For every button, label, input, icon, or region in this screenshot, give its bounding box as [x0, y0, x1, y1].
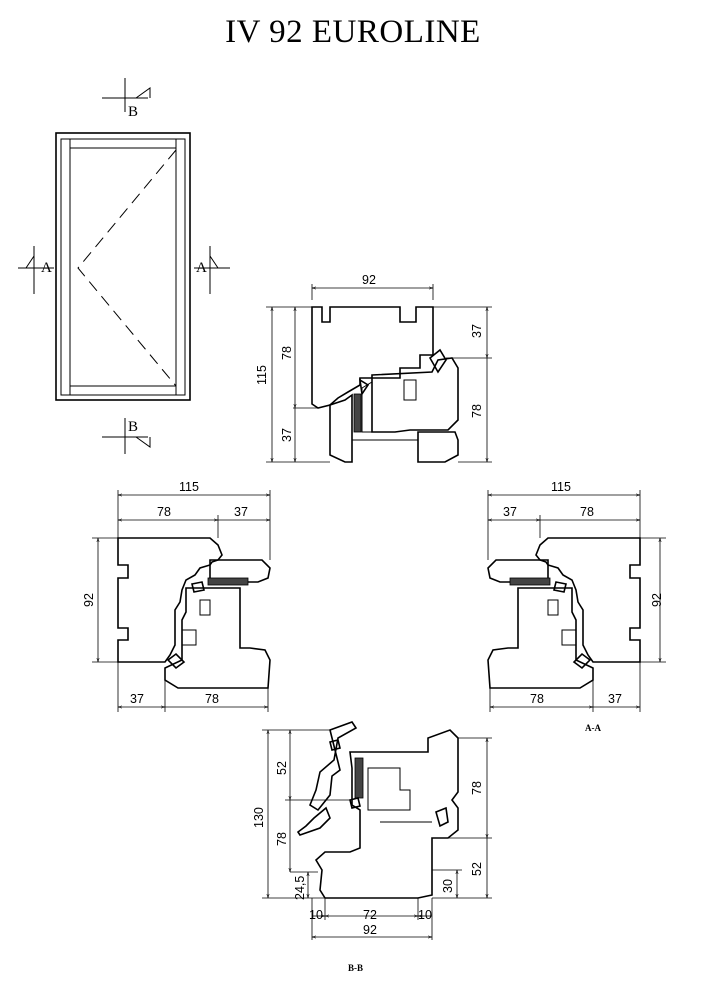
svg-text:37: 37	[608, 692, 622, 706]
page-title: IV 92 EUROLINE	[225, 14, 481, 50]
section-marker-a-right: A	[194, 246, 230, 294]
profile-section-bottom	[296, 721, 459, 899]
svg-text:92: 92	[363, 923, 377, 937]
top-section-dimensions: 92 115 78 37 37 78	[255, 273, 492, 463]
svg-text:37: 37	[234, 505, 248, 519]
svg-text:92: 92	[650, 593, 664, 607]
svg-text:A: A	[196, 260, 207, 276]
profile-section-right	[487, 537, 641, 689]
svg-text:92: 92	[362, 273, 376, 287]
svg-text:37: 37	[280, 428, 294, 442]
svg-text:78: 78	[157, 505, 171, 519]
svg-text:A: A	[41, 260, 52, 276]
window-elevation	[55, 132, 191, 401]
svg-text:130: 130	[252, 807, 266, 828]
svg-text:72: 72	[363, 908, 377, 922]
svg-text:78: 78	[580, 505, 594, 519]
svg-text:30: 30	[441, 879, 455, 893]
svg-text:78: 78	[470, 404, 484, 418]
svg-text:52: 52	[470, 862, 484, 876]
profile-section-top	[311, 306, 459, 463]
svg-text:115: 115	[551, 480, 571, 494]
svg-text:10: 10	[309, 908, 323, 922]
svg-text:52: 52	[275, 761, 289, 775]
bottom-section-dimensions: 130 52 78 24,5 78 52 30 10 72 10 92	[252, 729, 492, 940]
svg-text:B: B	[128, 104, 138, 120]
svg-text:37: 37	[130, 692, 144, 706]
svg-text:37: 37	[470, 324, 484, 338]
svg-text:78: 78	[280, 346, 294, 360]
svg-text:37: 37	[503, 505, 517, 519]
svg-text:24,5: 24,5	[293, 876, 307, 900]
profile-section-left	[117, 537, 271, 689]
svg-text:10: 10	[418, 908, 432, 922]
svg-text:78: 78	[470, 781, 484, 795]
svg-text:115: 115	[179, 480, 199, 494]
svg-text:B: B	[128, 419, 138, 435]
svg-text:78: 78	[205, 692, 219, 706]
section-marker-a-left: A	[18, 246, 54, 294]
left-section-dimensions: 115 78 37 92 37 78	[82, 480, 271, 712]
section-marker-b-top: B	[102, 78, 151, 120]
right-section-dimensions: 115 37 78 92 78 37	[487, 480, 666, 712]
section-label-b-b: B-B	[348, 963, 363, 973]
svg-text:78: 78	[530, 692, 544, 706]
section-label-a-a: A-A	[585, 723, 601, 733]
svg-text:78: 78	[275, 832, 289, 846]
svg-text:92: 92	[82, 593, 96, 607]
svg-text:115: 115	[255, 365, 269, 385]
section-marker-b-bottom: B	[102, 418, 151, 454]
